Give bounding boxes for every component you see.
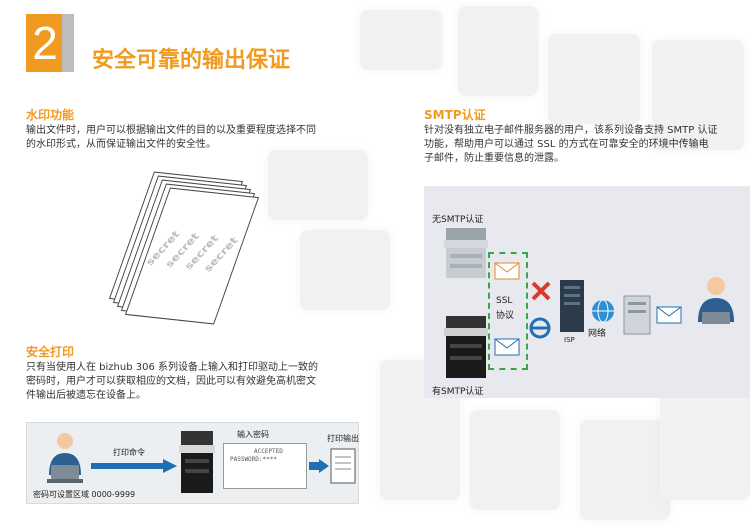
user-at-laptop-icon <box>698 277 734 324</box>
section-number-shadow <box>62 14 74 72</box>
bg-tile <box>470 410 560 510</box>
bg-tile <box>652 40 744 150</box>
smtp-body-line: 针对没有独立电子邮件服务器的用户，该系列设备支持 SMTP 认证 <box>424 125 718 136</box>
secure-print-body-line: 件输出后被遗忘在设备上。 <box>26 390 146 401</box>
watermark-body-line: 的水印形式，从而保证输出文件的安全性。 <box>26 139 216 150</box>
mail-envelope-icon <box>494 338 520 356</box>
section-number: 2 <box>26 14 64 72</box>
smtp-body-line: 功能，帮助用户可以通过 SSL 的方式在可靠安全的环境中传输电 <box>424 139 709 150</box>
ssl-protocol-box <box>488 252 528 370</box>
secure-print-flow: 密码可设置区域 0000-9999 打印命令 输入密码 ACCEPTED PAS… <box>26 422 359 504</box>
watermark-body-line: 输出文件时，用户可以根据输出文件的目的以及重要程度选择不同 <box>26 125 316 136</box>
page-title: 安全可靠的输出保证 <box>92 48 291 73</box>
network-label: 网络 <box>588 329 607 339</box>
bg-tile <box>300 230 390 310</box>
document-output-icon <box>330 448 356 484</box>
password-screen: ACCEPTED PASSWORD:**** <box>223 443 307 489</box>
smtp-diagram: 无SMTP认证 有SMTP认证 SSL 协议 <box>424 186 750 398</box>
smtp-title: SMTP认证 <box>424 108 486 122</box>
mail-envelope-icon <box>494 262 520 280</box>
ssl-label: SSL <box>496 296 513 306</box>
secure-print-body: 只有当使用人在 bizhub 306 系列设备上输入和打印驱动上一致的 密码时，… <box>26 361 318 403</box>
bg-tile <box>548 34 640 124</box>
bg-tile <box>268 150 368 220</box>
arrow-right-icon <box>91 459 177 473</box>
pwd-area-label: 密码可设置区域 0000-9999 <box>33 490 136 499</box>
mail-envelope-icon <box>656 306 682 324</box>
bg-tile <box>360 10 442 70</box>
network-globe-icon <box>592 299 614 323</box>
with-smtp-label: 有SMTP认证 <box>432 387 484 397</box>
secure-print-body-line: 密码时，用户才可以获取相应的文档，因此可以有效避免高机密文 <box>26 376 316 387</box>
watermark-title: 水印功能 <box>26 108 75 122</box>
smtp-body: 针对没有独立电子邮件服务器的用户，该系列设备支持 SMTP 认证 功能，帮助用户… <box>424 124 717 166</box>
watermark-pages: secret secret secret secret <box>108 170 260 325</box>
blocked-cross-icon <box>531 281 551 301</box>
watermark-body: 输出文件时，用户可以根据输出文件的目的以及重要程度选择不同 的水印形式，从而保证… <box>26 124 316 152</box>
password-text: PASSWORD:**** <box>230 456 277 463</box>
accepted-text: ACCEPTED <box>254 448 283 455</box>
print-cmd-label: 打印命令 <box>113 448 145 457</box>
enter-pwd-label: 输入密码 <box>237 430 269 439</box>
secure-print-body-line: 只有当使用人在 bizhub 306 系列设备上输入和打印驱动上一致的 <box>26 362 319 373</box>
copier-grey-icon <box>444 228 488 278</box>
printer-icon <box>179 431 215 493</box>
secure-print-title: 安全打印 <box>26 345 75 359</box>
bg-tile <box>458 6 538 96</box>
arrow-right-icon <box>309 459 329 473</box>
bg-tile <box>580 420 670 520</box>
smtp-body-line: 子邮件，防止重要信息的泄露。 <box>424 153 564 164</box>
no-smtp-label: 无SMTP认证 <box>432 215 484 225</box>
isp-label: ISP <box>564 336 575 344</box>
protocol-label: 协议 <box>496 311 515 321</box>
copier-black-icon <box>444 316 488 378</box>
print-out-label: 打印输出 <box>327 434 359 443</box>
bg-tile <box>660 380 750 500</box>
mail-server-icon <box>623 295 651 335</box>
user-at-laptop-icon <box>47 433 83 483</box>
isp-server-icon <box>560 280 584 332</box>
secure-lock-icon <box>529 317 551 339</box>
